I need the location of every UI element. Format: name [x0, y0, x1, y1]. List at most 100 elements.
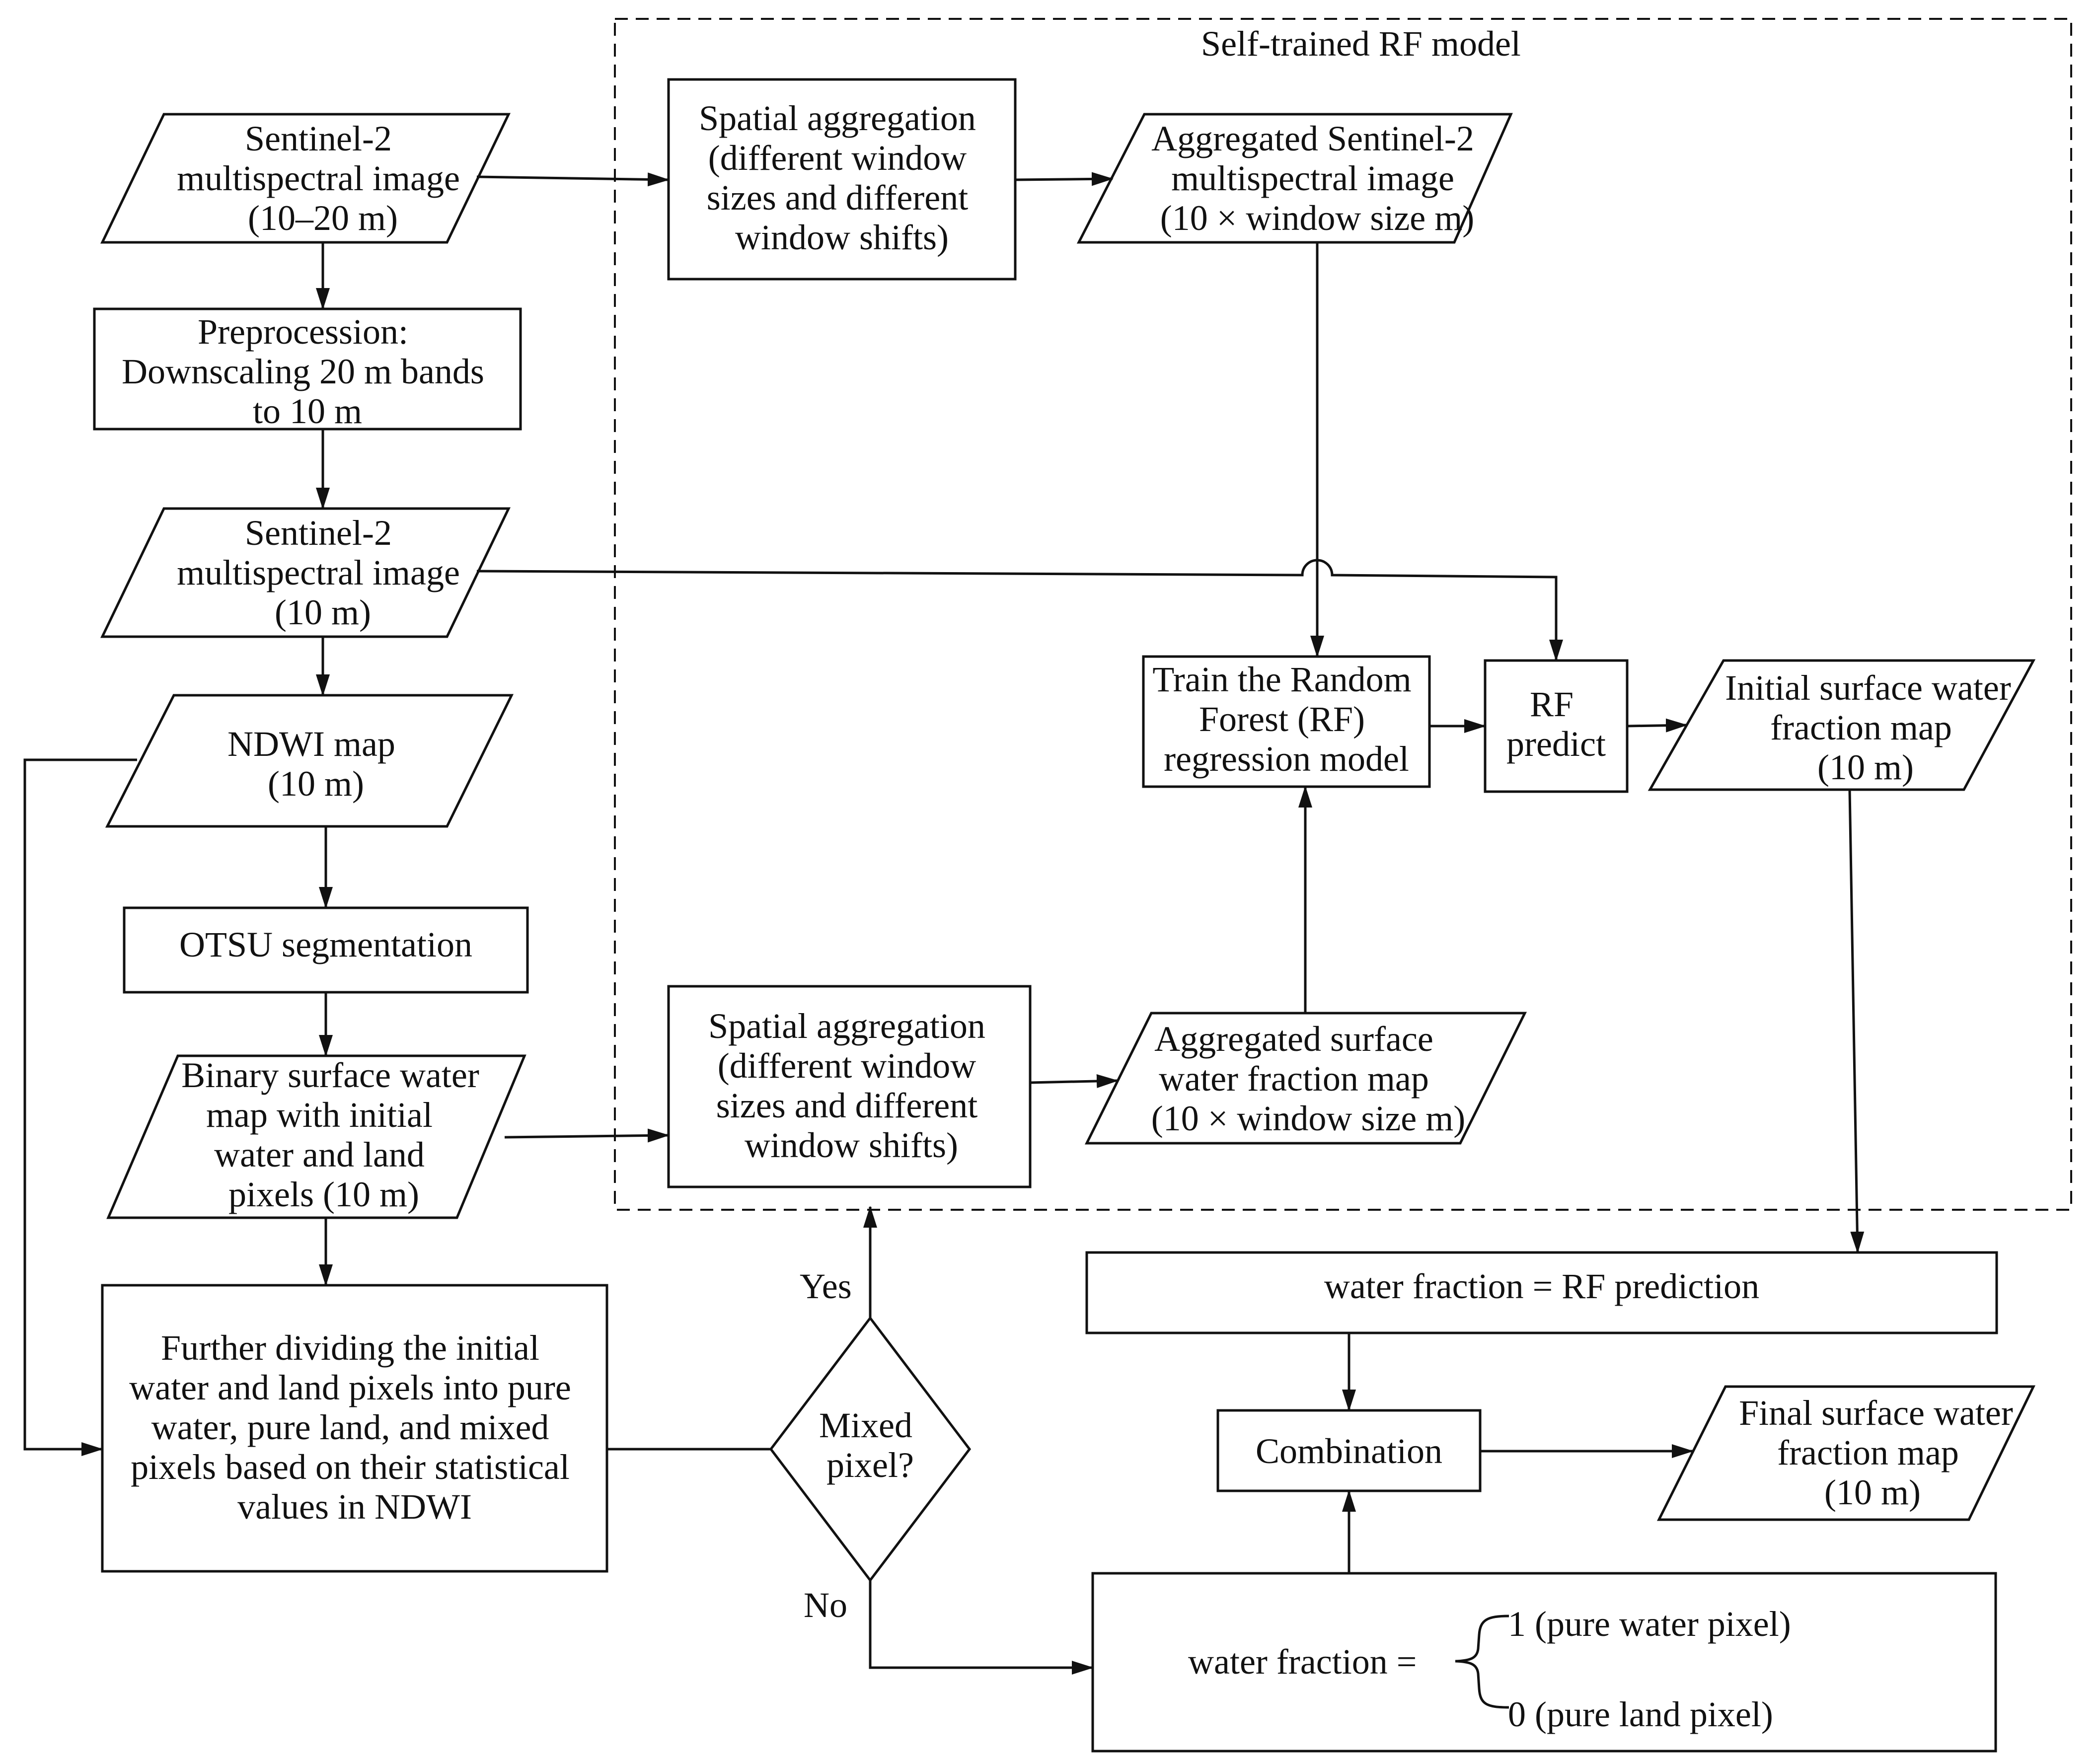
pure-water-value: 1 (pure water pixel): [1508, 1604, 1791, 1644]
initial-water-fraction-node: Initial surface water fraction map (10 m…: [1648, 659, 2036, 791]
svg-text:Aggregated Sentinel-2 mu: Aggregated Sentinel-2 multispectral imag…: [1151, 119, 1483, 238]
yes-edge-label: Yes: [800, 1266, 852, 1306]
node-text-line: fraction map: [1770, 708, 1952, 747]
node-text-line: predict: [1506, 724, 1606, 764]
water-fraction-rf-node: water fraction = RF prediction: [1085, 1251, 1998, 1334]
node-text-line: sizes and different: [716, 1086, 977, 1125]
final-water-fraction-node: Final surface water fraction map (10 m): [1656, 1385, 2035, 1521]
node-text-line: Preprocession:: [198, 312, 408, 352]
svg-text:OTSU segmentation: OTSU segmentation: [179, 925, 472, 964]
train-rf-node: Train the Random Forest (RF) regression …: [1142, 655, 1431, 788]
node-text-line: Downscaling 20 m bands: [122, 352, 484, 391]
node-text-line: Aggregated Sentinel-2: [1151, 119, 1474, 158]
svg-text:Spatial aggregation (dif: Spatial aggregation (different window si…: [708, 1006, 994, 1165]
svg-text:Binary surface water map: Binary surface water map with initial wa…: [181, 1055, 488, 1214]
sentinel2-10m-node: Sentinel-2 multispectral image (10 m): [100, 507, 511, 638]
node-text-line: (10 m): [1824, 1472, 1921, 1512]
mixed-pixel-decision: Mixed pixel?: [769, 1316, 972, 1583]
binary-water-map-node: Binary surface water map with initial wa…: [106, 1054, 526, 1219]
svg-text:Sentinel-2 multispectral: Sentinel-2 multispectral image (10 m): [177, 513, 469, 632]
node-text-line: window shifts): [735, 218, 949, 257]
arrow-s2-to-agg-top: [476, 172, 670, 187]
connectors: [23, 172, 1865, 1675]
node-text-line: pixels (10 m): [228, 1175, 419, 1214]
node-text-line: fraction map: [1777, 1433, 1959, 1472]
no-edge-label: No: [804, 1585, 847, 1625]
arrow-initial-to-wf-rf: [1848, 789, 1865, 1253]
node-text-line: water fraction map: [1159, 1059, 1429, 1099]
node-text-line: water fraction = RF prediction: [1324, 1266, 1759, 1306]
node-text-line: sizes and different: [707, 178, 968, 218]
node-text-line: (10 m): [1817, 747, 1914, 787]
aggregated-sentinel2-node: Aggregated Sentinel-2 multispectral imag…: [1076, 113, 1513, 244]
node-text-line: Initial surface water: [1725, 668, 2011, 708]
node-text-line: (10 m): [268, 764, 364, 804]
spatial-aggregation-bottom-node: Spatial aggregation (different window si…: [667, 985, 1032, 1188]
spatial-aggregation-top-node: Spatial aggregation (different window si…: [667, 78, 1017, 281]
node-text-line: water and land: [214, 1135, 425, 1175]
region-title: Self-trained RF model: [1201, 24, 1521, 64]
node-text-line: Aggregated surface: [1154, 1019, 1433, 1059]
rf-model-region: [614, 18, 2072, 1211]
further-dividing-node: Further dividing the initial water and l…: [101, 1284, 608, 1573]
svg-text:Final surface water frac: Final surface water fraction map (10 m): [1739, 1393, 2022, 1512]
node-text-line: to 10 m: [253, 391, 362, 431]
node-text-line: pixels based on their statistical: [131, 1447, 570, 1487]
node-text-line: Combination: [1256, 1431, 1442, 1471]
arrow-predict-to-initial: [1627, 718, 1688, 733]
brace-shape: [1455, 1615, 1509, 1709]
node-text-line: window shifts): [745, 1125, 958, 1165]
svg-text:Spatial aggregation (dif: Spatial aggregation (different window si…: [699, 98, 985, 257]
node-text-line: water, pure land, and mixed: [151, 1407, 549, 1447]
arrow-binary-to-agg-bottom: [504, 1128, 670, 1143]
node-text-line: (10 m): [275, 592, 371, 632]
node-text-line: Train the Random: [1152, 660, 1411, 699]
node-text-line: (10 × window size m): [1160, 198, 1475, 238]
node-text-line: multispectral image: [177, 158, 460, 198]
node-text-line: values in NDWI: [237, 1487, 472, 1527]
rf-predict-node: RF predict: [1484, 659, 1629, 793]
otsu-segmentation-node: OTSU segmentation: [123, 906, 529, 994]
aggregated-fraction-node: Aggregated surface water fraction map (1…: [1084, 1012, 1527, 1145]
node-text-line: pixel?: [826, 1445, 914, 1485]
preprocession-node: Preprocession: Downscaling 20 m bands to…: [93, 307, 522, 431]
svg-text:Initial surface water fr: Initial surface water fraction map (10 m…: [1725, 668, 2020, 787]
arrow-ndwi-to-divide: [23, 758, 137, 1456]
svg-text:NDWI map (10 m): NDWI map (10 m): [227, 724, 404, 804]
svg-text:Combination: Combination: [1256, 1431, 1442, 1471]
node-text-line: (different window: [708, 138, 967, 178]
node-text-line: NDWI map: [227, 724, 395, 764]
node-text-line: Sentinel-2: [245, 513, 392, 553]
water-fraction-pure-node: water fraction = 1 (pure water pixel) 0 …: [1091, 1572, 1997, 1753]
pure-fraction-lhs: water fraction =: [1188, 1642, 1417, 1682]
svg-text:water fraction = RF prediction: water fraction = RF prediction: [1324, 1266, 1759, 1306]
node-text-line: water and land pixels into pure: [129, 1368, 571, 1407]
node-text-line: Further dividing the initial: [161, 1328, 539, 1368]
arrow-agg-bottom-to-agg-fraction: [1030, 1074, 1119, 1088]
node-text-line: Spatial aggregation: [708, 1006, 985, 1046]
node-text-line: multispectral image: [177, 553, 460, 592]
svg-text:Train the Random Forest: Train the Random Forest (RF) regression …: [1152, 660, 1420, 779]
node-text-line: RF: [1530, 684, 1574, 724]
node-text-line: Final surface water: [1739, 1393, 2013, 1433]
node-text-line: Forest (RF): [1199, 699, 1365, 739]
combination-node: Combination: [1216, 1409, 1482, 1492]
pure-land-value: 0 (pure land pixel): [1508, 1694, 1773, 1734]
arrow-no-to-wf-pure: [869, 1580, 1094, 1675]
arrow-s2-10m-to-rf-predict: [476, 559, 1563, 662]
node-text-line: (different window: [718, 1046, 976, 1086]
sentinel2-input-node: Sentinel-2 multispectral image (10–20 m): [100, 113, 511, 244]
svg-text:Aggregated surface water: Aggregated surface water fraction map (1…: [1151, 1019, 1466, 1138]
node-text-line: multispectral image: [1171, 158, 1454, 198]
node-text-line: Mixed: [819, 1405, 912, 1445]
arrow-agg-top-to-agg-s2: [1015, 172, 1114, 186]
ndwi-map-node: NDWI map (10 m): [105, 694, 514, 828]
svg-text:Sentinel-2 multispectral: Sentinel-2 multispectral image (10–20 m): [177, 119, 469, 238]
svg-text:RF predict: RF predict: [1506, 684, 1606, 764]
svg-text:Further dividing the initial: Further dividing the initial water and l…: [129, 1328, 580, 1527]
node-text-line: Sentinel-2: [245, 119, 392, 158]
svg-text:Mixed pixel?: Mixed pixel?: [819, 1405, 921, 1485]
node-text-line: regression model: [1164, 739, 1409, 779]
node-text-line: Spatial aggregation: [699, 98, 976, 138]
